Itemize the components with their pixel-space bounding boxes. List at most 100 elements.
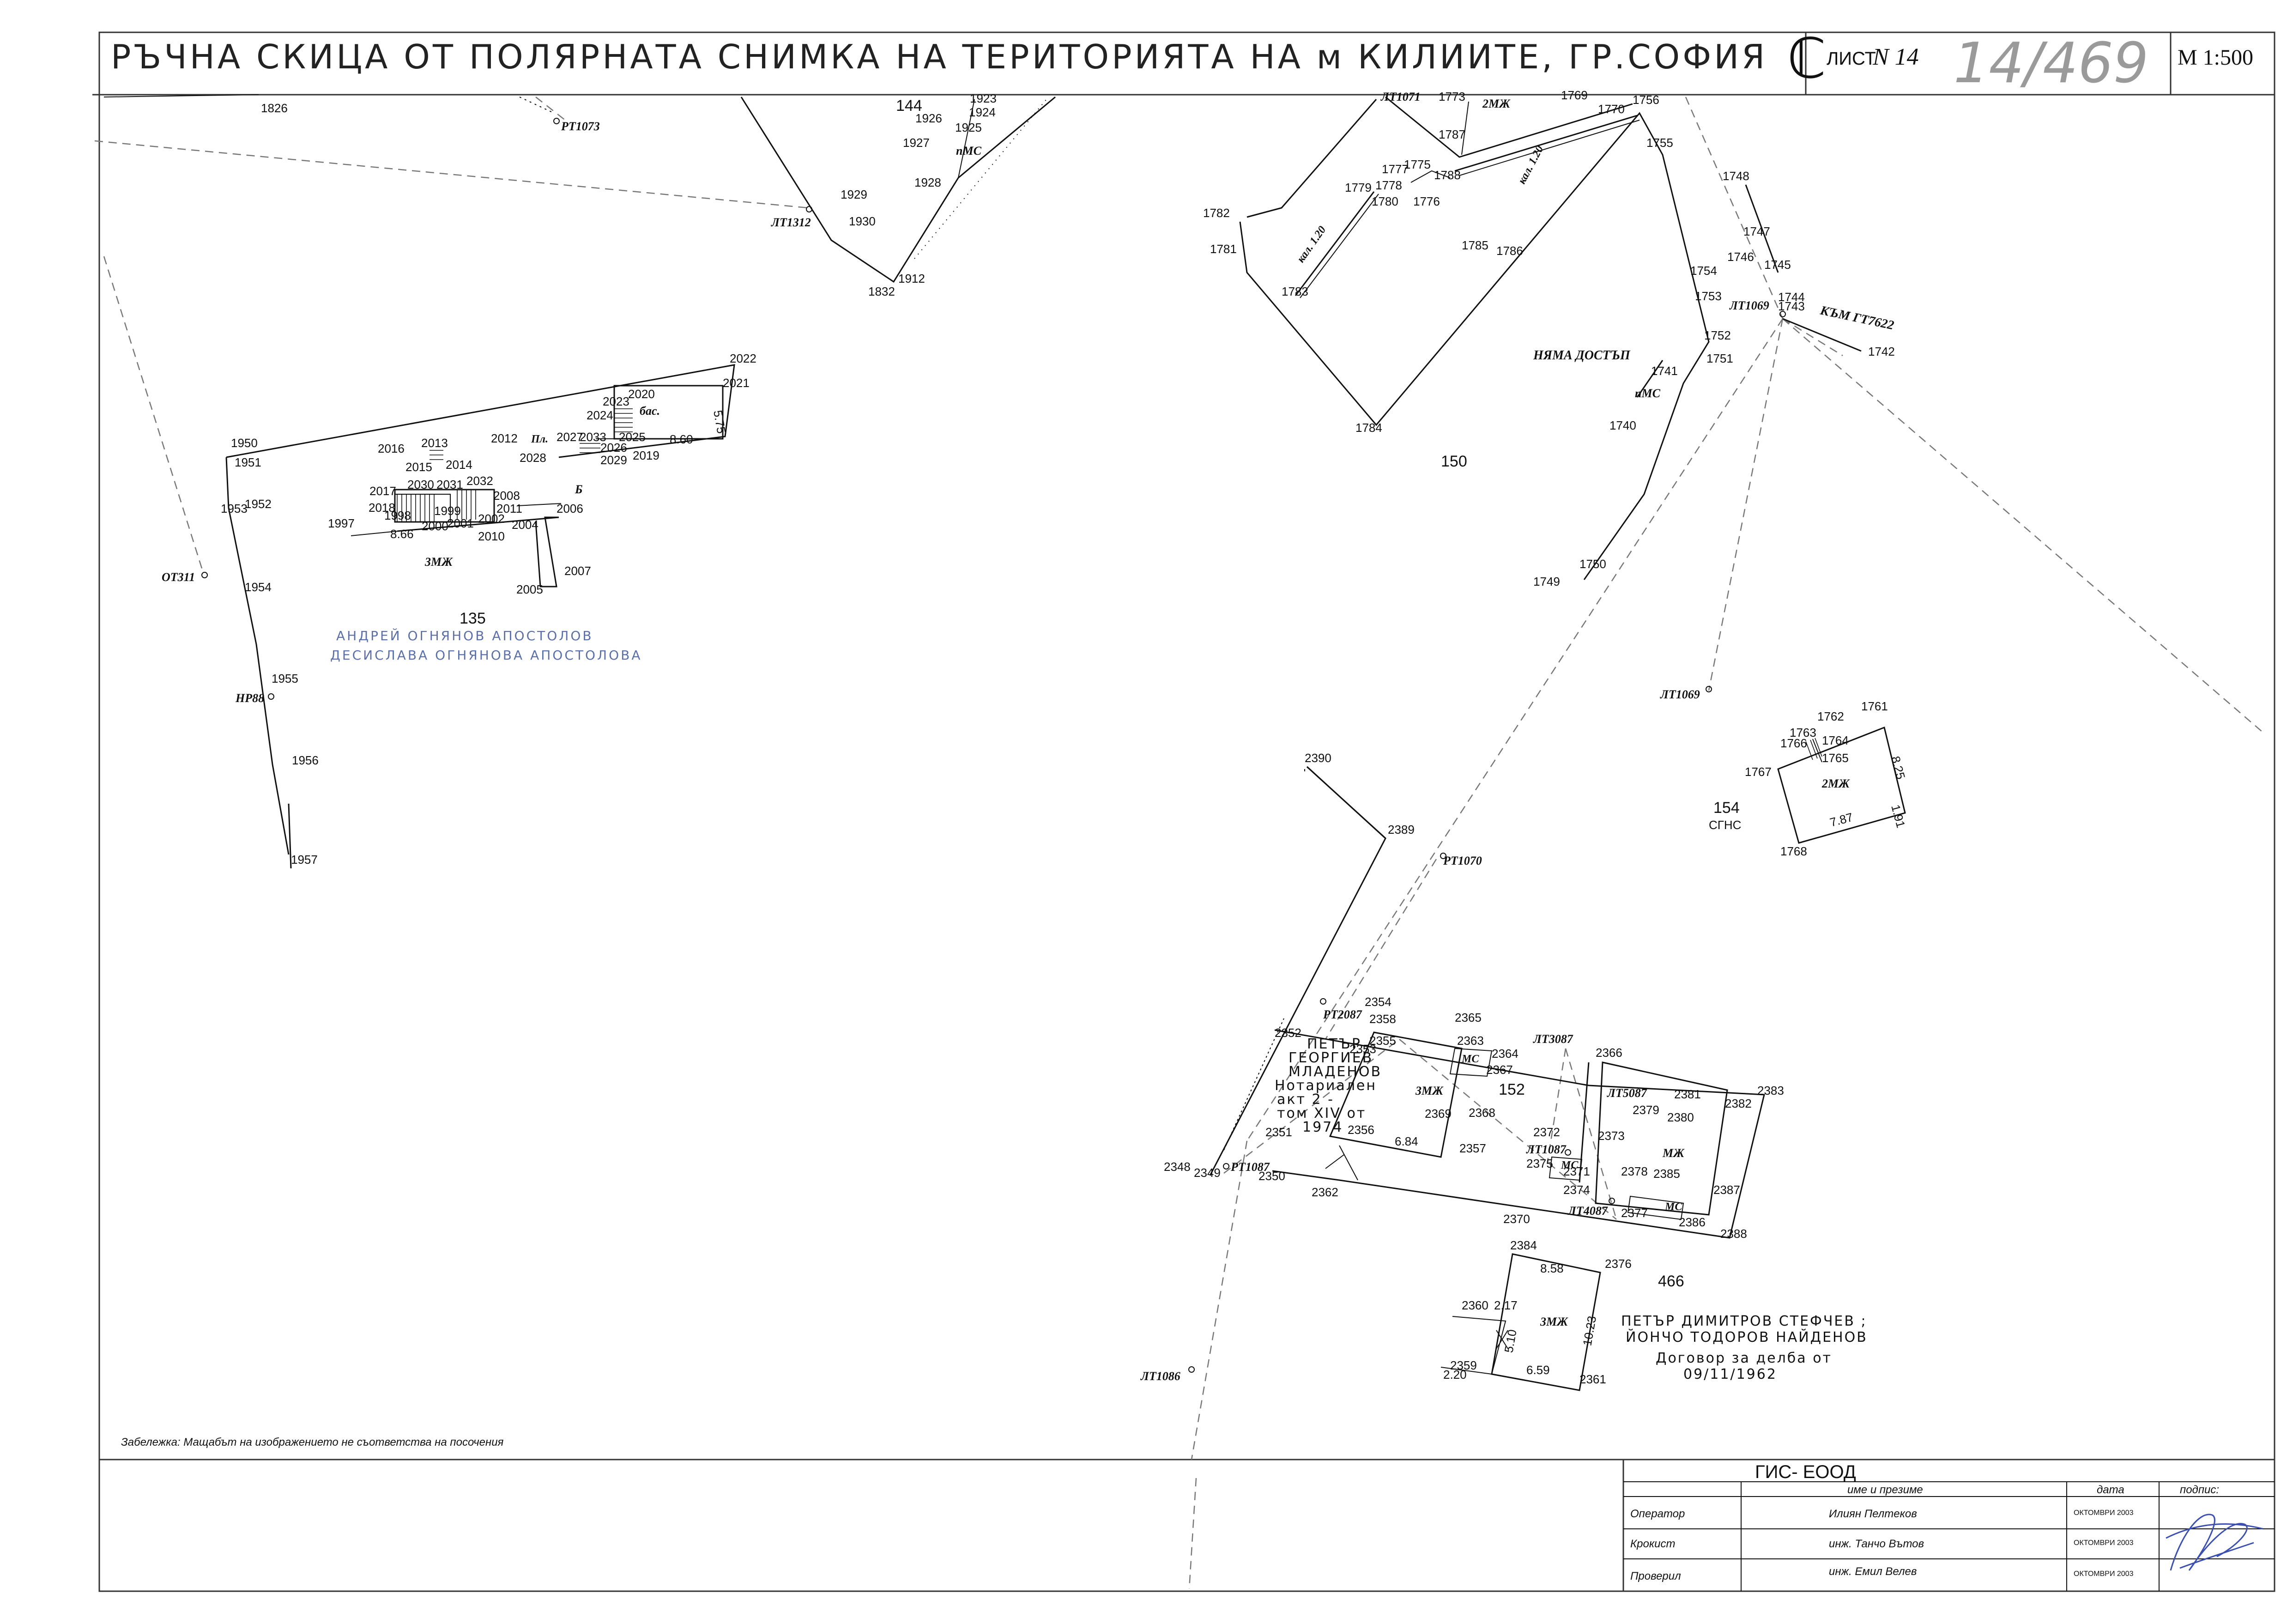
- point-label: 1784: [1355, 421, 1382, 435]
- point-label: 2351: [1265, 1125, 1292, 1139]
- station-label: ЛТ1069: [1729, 299, 1769, 312]
- plot-number: 144: [896, 97, 922, 115]
- building-label: МЖ: [1662, 1146, 1685, 1160]
- building-label: пМС: [956, 144, 982, 158]
- point-label: 2356: [1348, 1123, 1374, 1137]
- point-label: 1826: [261, 101, 288, 115]
- point-label: 2375: [1526, 1157, 1553, 1170]
- point-label: 2006: [557, 502, 583, 515]
- plot-owner: АНДРЕЙ ОГНЯНОВ АПОСТОЛОВ: [336, 628, 593, 643]
- point-label: 1912: [898, 272, 925, 285]
- plot-152: 152 ПЕТЪР ГЕОРГИЕВ МЛАДЕНОВ Нотариален а…: [1209, 766, 1765, 1239]
- point-label: 1750: [1579, 557, 1606, 571]
- row-role: Проверил: [1630, 1570, 1681, 1582]
- plot-owner: том XIV от: [1277, 1105, 1366, 1121]
- point-label: 1788: [1434, 168, 1461, 182]
- point-label: 1753: [1695, 289, 1722, 303]
- point-label: 1744: [1778, 290, 1805, 304]
- plot-owner: ЙОНЧО ТОДОРОВ НАЙДЕНОВ: [1626, 1329, 1868, 1345]
- measurement-label: 8.66: [390, 527, 414, 541]
- point-label: 1998: [384, 509, 411, 522]
- point-label: 2383: [1757, 1084, 1784, 1097]
- station-label: ЛТ1086: [1140, 1369, 1180, 1383]
- plot-135: 135 АНДРЕЙ ОГНЯНОВ АПОСТОЛОВ ДЕСИСЛАВА О…: [225, 364, 735, 869]
- building-label: Пл.: [531, 433, 548, 445]
- point-label: 2021: [723, 376, 750, 390]
- point-label: 2389: [1388, 823, 1415, 836]
- point-label: 1787: [1439, 127, 1465, 141]
- point-label: 1780: [1372, 194, 1398, 208]
- plot-owner: 1974: [1302, 1119, 1343, 1135]
- point-label: 2368: [1469, 1106, 1495, 1120]
- plot-owner: акт 2 -: [1277, 1091, 1334, 1108]
- measurement-label: 2.17: [1494, 1298, 1518, 1312]
- point-label: 2026: [600, 441, 627, 454]
- point-label: 2022: [730, 351, 756, 365]
- point-label: 2355: [1369, 1034, 1396, 1048]
- point-label: 1751: [1706, 351, 1733, 365]
- point-label: 2374: [1563, 1183, 1590, 1197]
- wall-label: кал. 1.20: [1516, 144, 1546, 186]
- point-label: 1776: [1413, 194, 1440, 208]
- point-label: 2367: [1486, 1063, 1513, 1077]
- point-label: 2357: [1459, 1141, 1486, 1155]
- station-label: ОТ311: [162, 570, 195, 584]
- point-label: 1767: [1745, 765, 1772, 779]
- point-label: 1779: [1345, 181, 1372, 194]
- station-label: ЛТ1087: [1526, 1143, 1567, 1156]
- point-label: 2019: [633, 448, 659, 462]
- point-label: 1746: [1727, 250, 1754, 264]
- point-label: 2371: [1563, 1164, 1590, 1178]
- point-label: 2007: [564, 564, 591, 578]
- point-label: 1748: [1723, 169, 1749, 183]
- point-label: 2029: [600, 453, 627, 467]
- row-role: Оператор: [1630, 1508, 1685, 1520]
- point-label: 2349: [1194, 1166, 1221, 1180]
- station-label: ЛТ1312: [771, 216, 811, 229]
- point-label: 2031: [436, 478, 463, 491]
- point-label: 1929: [841, 188, 867, 201]
- building-label: 3МЖ: [424, 555, 453, 569]
- point-label: 2381: [1674, 1087, 1701, 1101]
- point-label: 2030: [407, 478, 434, 491]
- sheet-frame: [98, 31, 2275, 1592]
- company-name: ГИС- ЕООД: [1755, 1462, 1856, 1482]
- measurement-label: 6.84: [1395, 1134, 1418, 1148]
- plot-number: 154: [1713, 799, 1740, 817]
- row-name: инж. Танчо Вътов: [1829, 1538, 1924, 1550]
- point-label: 1754: [1690, 264, 1717, 278]
- point-label: 1782: [1203, 206, 1230, 220]
- point-label: 1777: [1382, 162, 1409, 176]
- building-label: МС: [1461, 1053, 1479, 1065]
- point-label: 2004: [512, 518, 538, 532]
- point-label: 2390: [1305, 751, 1331, 765]
- point-label: 2378: [1621, 1164, 1648, 1178]
- point-label: 2358: [1369, 1012, 1396, 1026]
- point-label: 2386: [1679, 1215, 1706, 1229]
- row-date: ОКТОМВРИ 2003: [2074, 1539, 2134, 1547]
- measurement-label: 2.20: [1443, 1368, 1467, 1382]
- measurement-label: 5.75: [711, 409, 728, 435]
- traverse-lines: [94, 97, 2266, 1589]
- point-label: 1925: [955, 121, 982, 134]
- direction-label: КЪМ ГТ7622: [1819, 303, 1895, 333]
- building-label: 3МЖ: [1540, 1315, 1568, 1328]
- point-label: 1764: [1822, 733, 1849, 747]
- plot-owner: ГЕОРГИЕВ: [1289, 1050, 1373, 1066]
- point-label: 2354: [1365, 995, 1392, 1009]
- point-label: 1749: [1533, 575, 1560, 588]
- point-label: 1930: [849, 214, 876, 228]
- point-label: 2024: [587, 408, 613, 422]
- building-label: Б: [575, 483, 583, 496]
- point-label: 1923: [970, 91, 997, 105]
- point-label: 2359: [1450, 1358, 1477, 1372]
- point-label: 2369: [1425, 1107, 1452, 1121]
- building-label: 2МЖ: [1482, 97, 1511, 110]
- point-label: 1740: [1609, 418, 1636, 432]
- point-label: 1999: [434, 504, 461, 518]
- point-label: 2008: [493, 489, 520, 503]
- point-label: 1786: [1496, 244, 1523, 258]
- point-label: 1773: [1439, 90, 1465, 103]
- column-header-date: дата: [2097, 1484, 2124, 1496]
- point-label: 1756: [1633, 93, 1659, 107]
